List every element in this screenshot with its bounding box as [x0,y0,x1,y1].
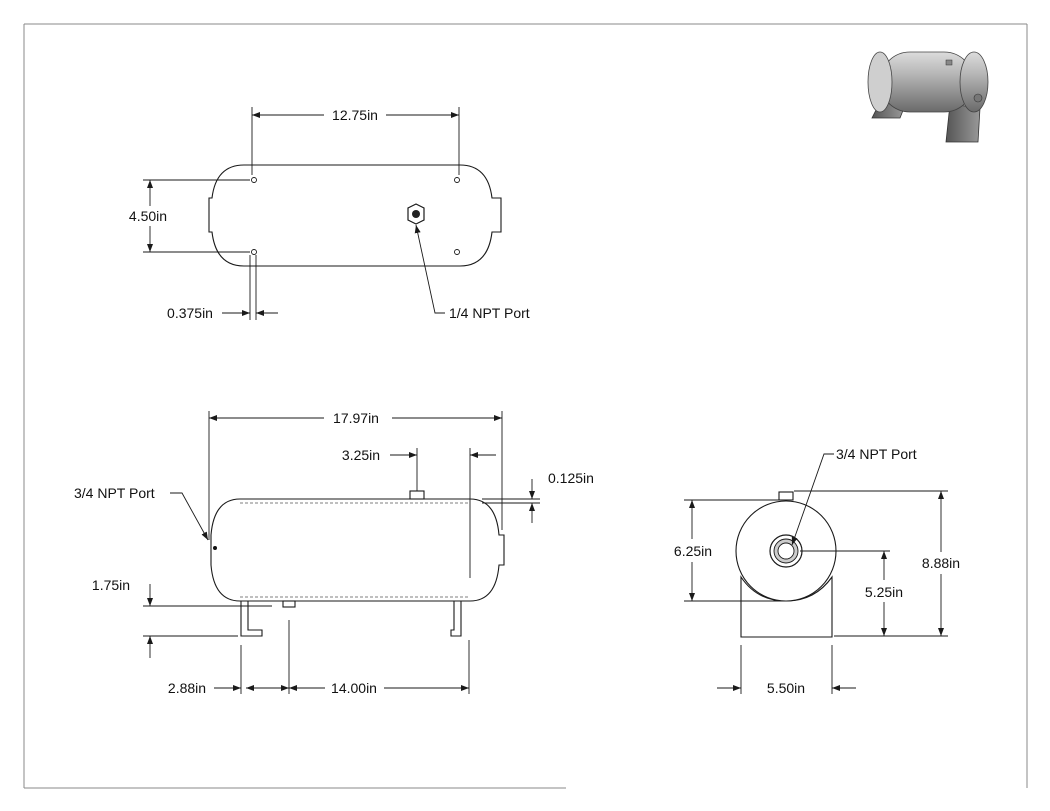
top-port-label: 1/4 NPT Port [449,305,530,321]
side-foot-spacing-dim: 14.00in [331,680,377,696]
air-tank-3d-icon [867,51,989,143]
top-width-dim: 4.50in [129,208,167,224]
end-base-width-dim: 5.50in [767,680,805,696]
top-length-dim: 12.75in [332,107,378,123]
side-view [143,411,540,694]
side-length-dim: 17.97in [333,410,379,426]
end-diameter-dim: 6.25in [674,543,712,559]
three-quarter-npt-port-icon [769,534,803,568]
side-thickness-dim: 0.125in [548,470,594,486]
side-port-offset-dim: 3.25in [342,447,380,463]
end-overall-height-dim: 8.88in [922,555,960,571]
top-offset-dim: 0.375in [167,305,213,321]
end-port-label: 3/4 NPT Port [836,446,917,462]
end-center-height-dim: 5.25in [865,584,903,600]
side-port-label: 3/4 NPT Port [74,485,155,501]
top-view [143,107,502,320]
quarter-npt-port-icon [407,203,425,225]
side-foot-offset-dim: 2.88in [168,680,206,696]
end-view [684,453,948,694]
side-height-dim: 1.75in [92,577,130,593]
drawing-frame [23,23,1028,789]
